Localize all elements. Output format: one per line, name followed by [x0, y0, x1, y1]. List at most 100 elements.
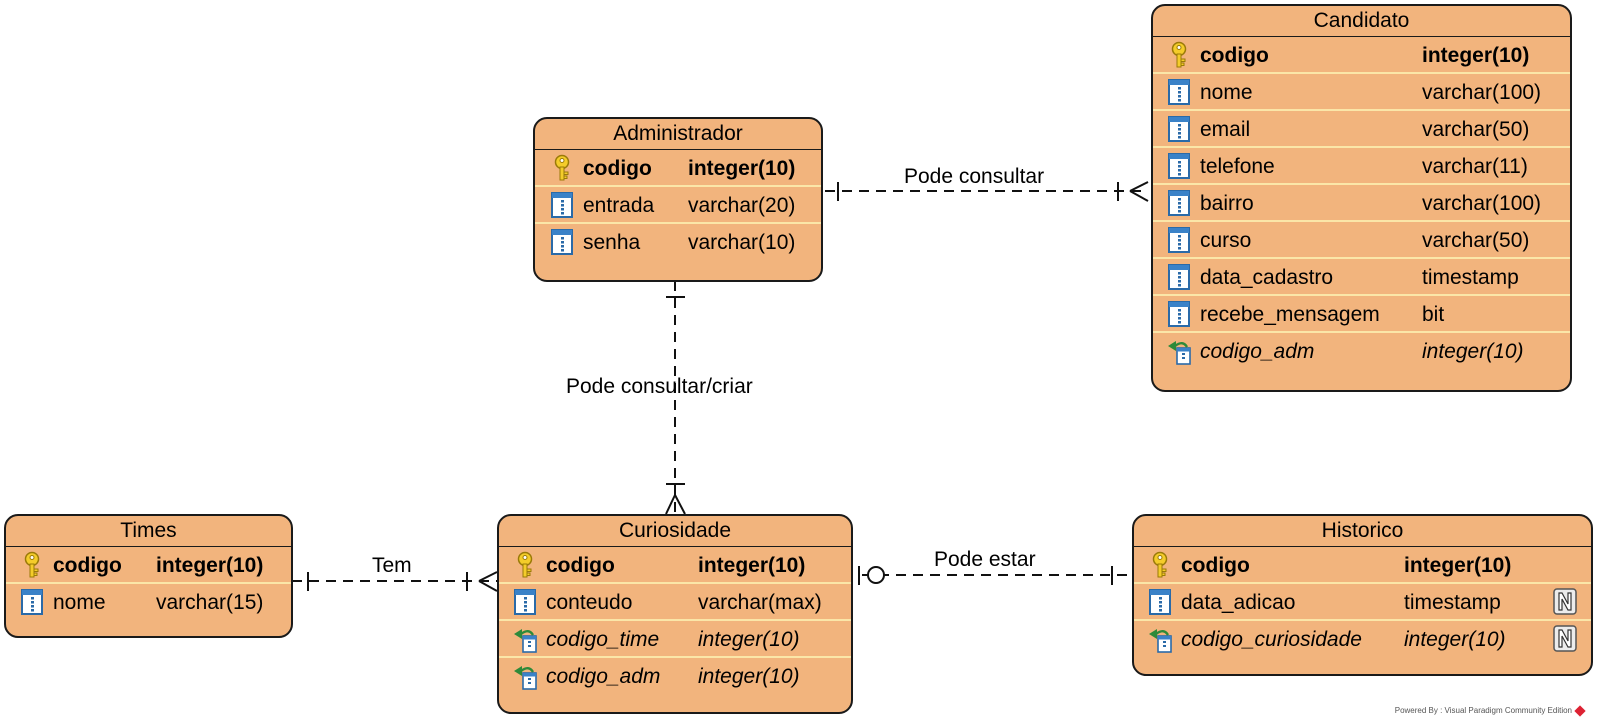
- column-name: codigo: [1200, 44, 1269, 67]
- column-icon: [1165, 300, 1193, 328]
- entity-title: Curiosidade: [499, 516, 851, 547]
- relationship-label-pode-consultar: Pode consultar: [904, 165, 1045, 188]
- column-row-codigo[interactable]: codigo integer(10): [499, 547, 851, 584]
- foreign-key-icon: [511, 662, 539, 690]
- connector-curiosidade-historico[interactable]: [858, 566, 1132, 585]
- column-row-codigo-time[interactable]: codigo_time integer(10): [499, 621, 851, 658]
- column-name: codigo_time: [546, 628, 660, 651]
- visual-paradigm-logo-icon: [1574, 705, 1586, 717]
- column-row-senha[interactable]: senha varchar(10): [535, 224, 821, 261]
- column-icon: [18, 588, 46, 616]
- column-type: timestamp: [1404, 591, 1501, 614]
- column-name: codigo_curiosidade: [1181, 628, 1362, 651]
- column-icon: [511, 588, 539, 616]
- column-list: codigo integer(10) nome varchar(100) email va…: [1153, 37, 1570, 370]
- column-type: varchar(11): [1422, 155, 1528, 178]
- column-type: varchar(100): [1422, 81, 1542, 104]
- column-row-curso[interactable]: curso varchar(50): [1153, 222, 1570, 259]
- column-type: varchar(10): [688, 231, 796, 254]
- column-name: codigo: [546, 554, 615, 577]
- foreign-key-icon: [1165, 337, 1193, 365]
- column-type: integer(10): [688, 157, 796, 180]
- column-icon: [1165, 263, 1193, 291]
- primary-key-icon: [1146, 551, 1174, 579]
- entity-times[interactable]: Times codigo integer(10) nome varchar(15): [4, 514, 293, 638]
- column-list: codigo integer(10) nome varchar(15): [6, 547, 291, 621]
- powered-by-note: Powered By : Visual Paradigm Community E…: [1395, 705, 1586, 717]
- column-name: data_adicao: [1181, 591, 1296, 614]
- column-row-codigo-adm[interactable]: codigo_adm integer(10): [1153, 333, 1570, 370]
- column-row-codigo-adm[interactable]: codigo_adm integer(10): [499, 658, 851, 695]
- connector-times-curiosidade[interactable]: [292, 571, 498, 592]
- column-row-conteudo[interactable]: conteudo varchar(max): [499, 584, 851, 621]
- column-type: varchar(50): [1422, 118, 1530, 141]
- relationship-label-tem: Tem: [372, 554, 412, 577]
- nullable-n-icon: [1553, 625, 1577, 652]
- column-type: integer(10): [698, 554, 806, 577]
- column-row-nome[interactable]: nome varchar(100): [1153, 74, 1570, 111]
- column-type: integer(10): [698, 628, 800, 651]
- column-type: integer(10): [1422, 340, 1524, 363]
- entity-title: Times: [6, 516, 291, 547]
- relationship-label-pode-consultar-criar: Pode consultar/criar: [566, 375, 753, 398]
- foreign-key-icon: [511, 625, 539, 653]
- column-row-data-cadastro[interactable]: data_cadastro timestamp: [1153, 259, 1570, 296]
- column-icon: [1165, 152, 1193, 180]
- entity-title: Candidato: [1153, 6, 1570, 37]
- column-row-recebe-mensagem[interactable]: recebe_mensagem bit: [1153, 296, 1570, 333]
- column-row-nome[interactable]: nome varchar(15): [6, 584, 291, 621]
- column-icon: [1165, 189, 1193, 217]
- column-name: recebe_mensagem: [1200, 303, 1380, 326]
- column-type: varchar(50): [1422, 229, 1530, 252]
- entity-title: Administrador: [535, 119, 821, 150]
- column-name: nome: [53, 591, 106, 614]
- column-type: varchar(15): [156, 591, 264, 614]
- column-name: entrada: [583, 194, 655, 217]
- column-name: data_cadastro: [1200, 266, 1334, 289]
- connector-adm-curiosidade[interactable]: [665, 281, 686, 515]
- column-row-codigo-curiosidade[interactable]: codigo_curiosidade integer(10): [1134, 621, 1591, 658]
- column-icon: [1146, 588, 1174, 616]
- column-name: codigo: [53, 554, 122, 577]
- column-type: timestamp: [1422, 266, 1519, 289]
- foreign-key-icon: [1146, 625, 1174, 653]
- column-name: curso: [1200, 229, 1252, 252]
- column-type: bit: [1422, 303, 1445, 326]
- column-type: integer(10): [156, 554, 264, 577]
- column-name: senha: [583, 231, 641, 254]
- column-name: email: [1200, 118, 1251, 141]
- column-type: integer(10): [698, 665, 800, 688]
- column-type: integer(10): [1404, 628, 1506, 651]
- column-row-email[interactable]: email varchar(50): [1153, 111, 1570, 148]
- entity-candidato[interactable]: Candidato codigo integer(10) nome varchar(1…: [1151, 4, 1572, 392]
- column-name: bairro: [1200, 192, 1254, 215]
- column-type: integer(10): [1422, 44, 1530, 67]
- nullable-n-icon: [1553, 588, 1577, 615]
- connector-adm-candidato[interactable]: [808, 181, 1149, 202]
- column-name: codigo: [1181, 554, 1250, 577]
- column-name: conteudo: [546, 591, 633, 614]
- column-name: codigo_adm: [546, 665, 661, 688]
- column-name: nome: [1200, 81, 1253, 104]
- entity-title: Historico: [1134, 516, 1591, 547]
- column-icon: [1165, 78, 1193, 106]
- column-row-codigo[interactable]: codigo integer(10): [1153, 37, 1570, 74]
- column-row-data-adicao[interactable]: data_adicao timestamp: [1134, 584, 1591, 621]
- entity-curiosidade[interactable]: Curiosidade codigo integer(10) conteudo var…: [497, 514, 853, 714]
- column-type: varchar(20): [688, 194, 796, 217]
- column-name: codigo_adm: [1200, 340, 1315, 363]
- primary-key-icon: [18, 551, 46, 579]
- column-row-entrada[interactable]: entrada varchar(20): [535, 187, 821, 224]
- column-icon: [548, 191, 576, 219]
- column-type: varchar(max): [698, 591, 822, 614]
- column-row-codigo[interactable]: codigo integer(10): [6, 547, 291, 584]
